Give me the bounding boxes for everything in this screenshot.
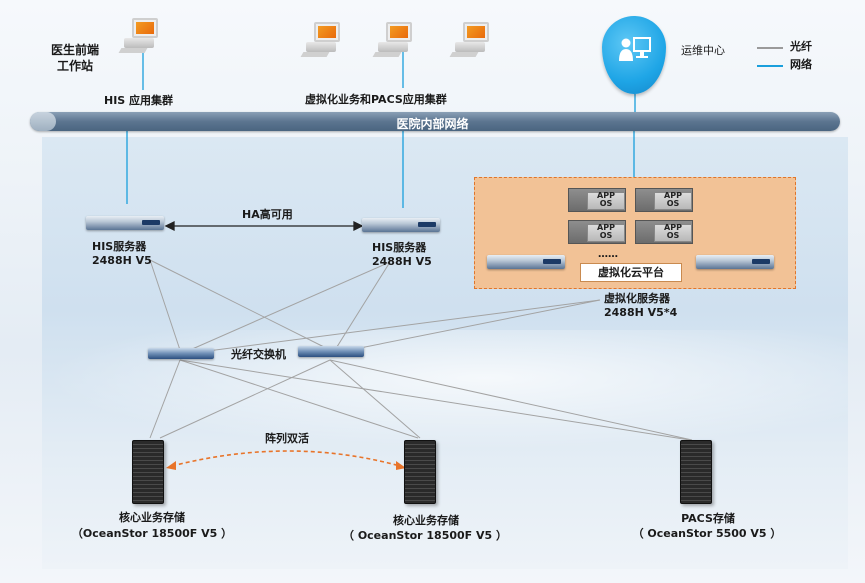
- network-switch-icon: [148, 348, 214, 359]
- storage-cabinet-icon: [132, 440, 164, 504]
- rack-server-icon: [86, 216, 164, 230]
- legend-network-label: 网络: [790, 58, 812, 71]
- hospital-network-label: 医院内部网络: [396, 117, 469, 131]
- core-storage-right-name: 核心业务存储: [393, 514, 459, 527]
- ops-center-badge: [602, 16, 666, 94]
- admin-monitor-icon: [619, 37, 651, 61]
- rack-server-icon: [362, 218, 440, 232]
- his-server-left-model: 2488H V5: [92, 254, 152, 267]
- ops-center-label: 运维中心: [681, 44, 725, 57]
- active-active-arrow: [166, 450, 406, 470]
- rack-server-icon: [487, 255, 565, 269]
- his-server-right-model: 2488H V5: [372, 255, 432, 268]
- legend-network-line: [757, 65, 783, 67]
- storage-cabinet-icon: [404, 440, 436, 504]
- network-switch-icon: [298, 346, 364, 357]
- legend-fiber-line: [757, 47, 783, 49]
- virt-server-model: 2488H V5*4: [604, 306, 678, 319]
- pacs-storage-model: （ OceanStor 5500 V5 ）: [632, 527, 782, 540]
- pacs-storage-name: PACS存储: [681, 512, 735, 525]
- core-storage-right-model: （ OceanStor 18500F V5 ）: [342, 529, 508, 542]
- vm-ellipsis: ……: [598, 249, 618, 260]
- his-cluster-label: HIS 应用集群: [104, 94, 174, 107]
- cloud-platform-label: 虚拟化云平台: [580, 263, 682, 282]
- active-active-label: 阵列双活: [265, 432, 309, 445]
- hospital-network-bus: [30, 112, 840, 131]
- virt-server-name: 虚拟化服务器: [604, 292, 670, 305]
- fiber-links: [149, 259, 693, 441]
- his-server-right-name: HIS服务器: [372, 241, 427, 254]
- doctor-workstation-label-1: 医生前端: [50, 43, 99, 57]
- virt-pacs-cluster-label: 虚拟化业务和PACS应用集群: [305, 93, 447, 106]
- ha-arrow: [164, 220, 364, 232]
- network-links: [126, 48, 636, 208]
- fiber-switch-label: 光纤交换机: [231, 348, 286, 361]
- rack-server-icon: [696, 255, 774, 269]
- his-server-left-name: HIS服务器: [92, 240, 147, 253]
- ha-label: HA高可用: [242, 208, 293, 221]
- legend-fiber-label: 光纤: [790, 40, 812, 53]
- core-storage-left-model: （OceanStor 18500F V5 ）: [71, 527, 233, 540]
- doctor-workstation-label-2: 工作站: [56, 59, 93, 73]
- core-storage-left-name: 核心业务存储: [119, 511, 185, 524]
- storage-cabinet-icon: [680, 440, 712, 504]
- bus-cap: [30, 112, 56, 131]
